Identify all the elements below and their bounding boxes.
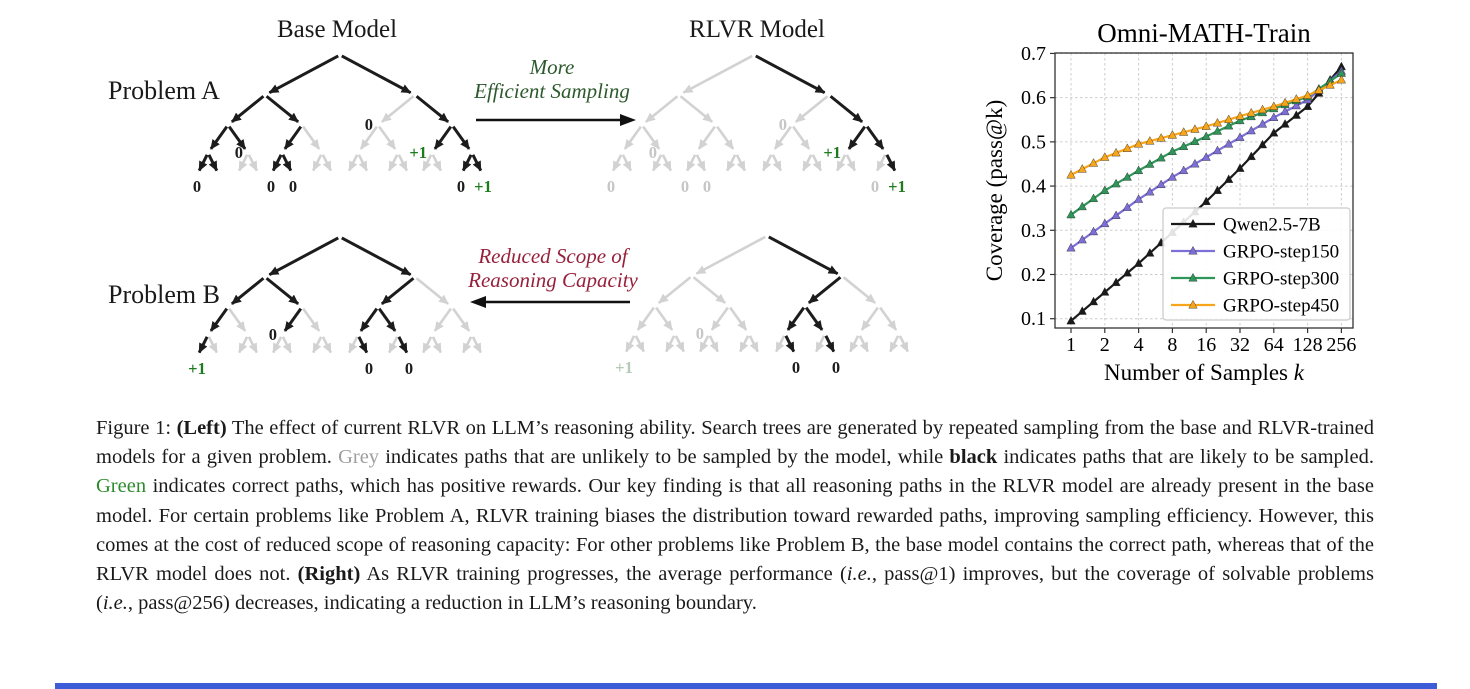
svg-text:Number of Samples k: Number of Samples k <box>1104 360 1305 385</box>
caption-segment: As RLVR training progresses, the average… <box>360 563 847 586</box>
svg-text:8: 8 <box>1167 334 1177 356</box>
reduced-scope-label: Reduced Scope of Reasoning Capacity <box>448 244 658 292</box>
svg-text:0: 0 <box>779 115 787 134</box>
more-efficient-sampling-label: More Efficient Sampling <box>452 55 652 103</box>
svg-text:0: 0 <box>193 177 201 196</box>
more-efficient-line1: More <box>529 55 575 79</box>
svg-text:GRPO-step450: GRPO-step450 <box>1223 296 1339 317</box>
tree-problem-b-base-model: +1 0 0 0 <box>188 236 482 378</box>
svg-text:0: 0 <box>649 143 657 162</box>
reduced-scope-line2: Reasoning Capacity <box>468 268 638 292</box>
svg-text:128: 128 <box>1293 334 1323 356</box>
caption-segment: indicates paths that are likely to be sa… <box>997 446 1374 469</box>
svg-text:+1: +1 <box>823 143 841 162</box>
bottom-accent-bar <box>55 683 1437 689</box>
svg-text:0: 0 <box>792 358 800 377</box>
svg-text:GRPO-step300: GRPO-step300 <box>1223 269 1339 290</box>
svg-text:0: 0 <box>681 177 689 196</box>
caption-segment: (Right) <box>297 563 361 586</box>
svg-text:0: 0 <box>703 177 711 196</box>
svg-text:+1: +1 <box>409 143 427 162</box>
left-arrow-icon <box>470 296 630 308</box>
caption-segment: indicates correct paths, which has posit… <box>96 475 1374 586</box>
svg-text:0: 0 <box>289 177 297 196</box>
svg-text:4: 4 <box>1134 334 1144 356</box>
svg-text:GRPO-step150: GRPO-step150 <box>1223 242 1339 263</box>
svg-text:0: 0 <box>267 177 275 196</box>
svg-text:Qwen2.5-7B: Qwen2.5-7B <box>1223 215 1321 236</box>
svg-text:0.2: 0.2 <box>1021 264 1046 286</box>
caption-segment: The effect of current RLVR on LLM’s reas… <box>96 417 1374 469</box>
svg-text:0: 0 <box>269 325 277 344</box>
svg-text:0: 0 <box>457 177 465 196</box>
svg-text:0: 0 <box>365 115 373 134</box>
caption-segment: Grey <box>338 446 380 469</box>
svg-text:0.5: 0.5 <box>1021 131 1046 153</box>
problem-b-label: Problem B <box>108 280 220 309</box>
svg-text:+1: +1 <box>888 177 906 196</box>
svg-text:0: 0 <box>405 359 413 378</box>
rlvr-model-header: RLVR Model <box>689 16 825 43</box>
svg-text:0: 0 <box>607 177 615 196</box>
caption-segment: i.e. <box>846 563 872 586</box>
svg-text:0: 0 <box>871 177 879 196</box>
svg-text:0.6: 0.6 <box>1021 87 1046 109</box>
caption-segment: indicates paths that are unlikely to be … <box>379 446 950 469</box>
caption-segment: Green <box>96 475 147 498</box>
svg-text:0: 0 <box>235 143 243 162</box>
svg-text:Coverage (pass@k): Coverage (pass@k) <box>985 100 1007 281</box>
svg-text:32: 32 <box>1230 334 1250 356</box>
svg-text:256: 256 <box>1326 334 1356 356</box>
caption-segment: Figure 1: <box>96 417 177 439</box>
svg-text:+1: +1 <box>188 359 206 378</box>
svg-text:0: 0 <box>696 324 704 343</box>
svg-text:0.4: 0.4 <box>1021 176 1046 198</box>
svg-text:0: 0 <box>832 358 840 377</box>
svg-text:0.3: 0.3 <box>1021 220 1046 242</box>
caption-segment: , pass@256) decreases, indicating a redu… <box>127 592 757 615</box>
reduced-scope-line1: Reduced Scope of <box>478 244 628 268</box>
svg-text:+1: +1 <box>474 177 492 196</box>
right-arrow-icon <box>476 114 636 126</box>
svg-text:Omni-MATH-Train: Omni-MATH-Train <box>1097 18 1311 48</box>
tree-problem-b-rlvr-model: +1 0 0 0 <box>615 235 909 377</box>
more-efficient-line2: Efficient Sampling <box>474 79 630 103</box>
svg-text:0.7: 0.7 <box>1021 43 1046 65</box>
svg-text:+1: +1 <box>615 358 633 377</box>
svg-text:0: 0 <box>365 359 373 378</box>
svg-text:0.1: 0.1 <box>1021 308 1046 330</box>
svg-text:16: 16 <box>1196 334 1216 356</box>
svg-text:2: 2 <box>1100 334 1110 356</box>
svg-text:64: 64 <box>1264 334 1284 356</box>
base-model-header: Base Model <box>276 16 398 43</box>
caption-segment: i.e. <box>102 592 128 615</box>
caption-segment: (Left) <box>176 417 227 439</box>
problem-a-label: Problem A <box>108 76 220 105</box>
svg-text:1: 1 <box>1066 334 1076 356</box>
figure-caption: Figure 1: (Left) The effect of current R… <box>96 414 1374 618</box>
caption-segment: , pass@1) improves, but the coverage of … <box>96 563 1374 615</box>
caption-segment: black <box>949 446 998 469</box>
